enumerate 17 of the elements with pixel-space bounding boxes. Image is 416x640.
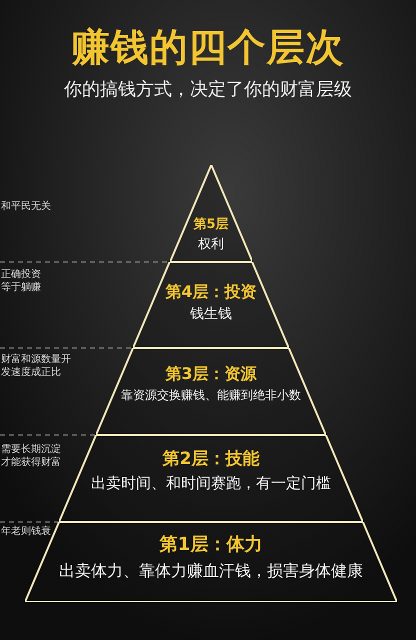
subtitle: 你的搞钱方式，决定了你的财富层级 <box>64 78 352 102</box>
side-note: 和平民无关 <box>1 200 52 213</box>
side-note: 财富和源数量开发速度成正比 <box>1 353 72 379</box>
side-note: 需要长期沉淀才能获得财富 <box>1 443 62 469</box>
layer-description: 钱生钱 <box>190 306 232 324</box>
layer-description: 出卖体力、靠体力赚血汗钱，损害身体健康 <box>59 560 363 580</box>
title: 赚钱的四个层次 <box>72 24 344 71</box>
side-note: 正确投资等于躺赚 <box>1 268 42 294</box>
side-note: 年老则钱衰 <box>1 525 52 538</box>
layer-description: 权利 <box>198 237 224 254</box>
layer-description: 靠资源交换赚钱、能赚到绝非小数 <box>120 388 301 403</box>
layer-title: 第3层：资源 <box>165 364 257 384</box>
layer-title: 第5层 <box>193 217 228 234</box>
layer-description: 出卖时间、和时间赛跑，有一定门槛 <box>90 474 331 493</box>
layer-title: 第2层：技能 <box>162 449 260 470</box>
layer-title: 第1层：体力 <box>160 534 262 556</box>
layer-title: 第4层：投资 <box>165 282 257 302</box>
